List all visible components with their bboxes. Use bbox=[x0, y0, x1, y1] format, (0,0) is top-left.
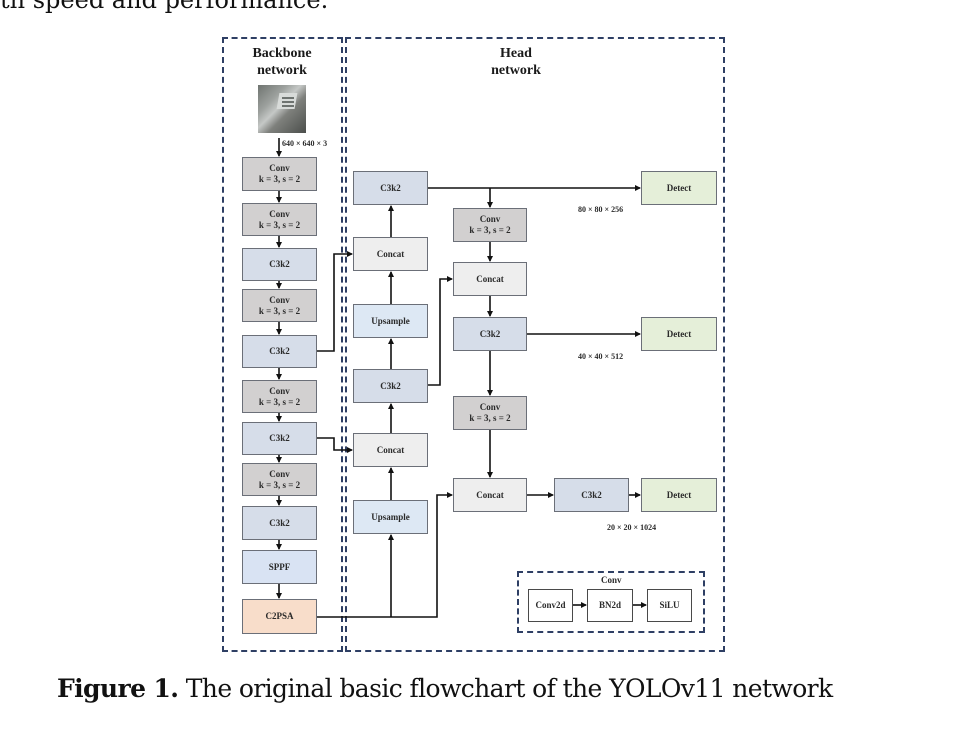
head-upsample-2: Upsample bbox=[353, 500, 428, 534]
detect-p4-dim: 40 × 40 × 512 bbox=[578, 352, 624, 361]
backbone-c2psa: C2PSA bbox=[242, 599, 317, 634]
head-conv-1: Conv k = 3, s = 2 bbox=[453, 208, 527, 242]
detect-p5-dim: 20 × 20 × 1024 bbox=[607, 523, 657, 532]
caption-label: Figure 1. bbox=[57, 674, 179, 703]
wire-c2psa-out bbox=[317, 492, 453, 618]
backbone-region bbox=[222, 37, 343, 652]
input-dim-label: 640 × 640 × 3 bbox=[282, 139, 328, 148]
head-c3k2-bottom: C3k2 bbox=[554, 478, 629, 512]
backbone-c3k2-3: C3k2 bbox=[242, 422, 317, 455]
conv-legend-title: Conv bbox=[601, 575, 622, 585]
conv-legend-box bbox=[517, 571, 705, 633]
head-conv-2: Conv k = 3, s = 2 bbox=[453, 396, 527, 430]
backbone-c3k2-2: C3k2 bbox=[242, 335, 317, 368]
detect-p3: Detect bbox=[641, 171, 717, 205]
legend-silu: SiLU bbox=[647, 589, 692, 622]
backbone-conv-5: Conv k = 3, s = 2 bbox=[242, 463, 317, 496]
head-concat-3: Concat bbox=[453, 262, 527, 296]
backbone-c3k2-1: C3k2 bbox=[242, 248, 317, 281]
arrow-p4-concat2 bbox=[317, 437, 353, 453]
input-image bbox=[258, 85, 306, 133]
backbone-c3k2-4: C3k2 bbox=[242, 506, 317, 540]
backbone-conv-1: Conv k = 3, s = 2 bbox=[242, 157, 317, 191]
backbone-title: Backbone network bbox=[252, 46, 312, 78]
backbone-conv-4: Conv k = 3, s = 2 bbox=[242, 380, 317, 413]
detect-p3-dim: 80 × 80 × 256 bbox=[578, 205, 624, 214]
figure-caption: Figure 1. The original basic flowchart o… bbox=[57, 674, 833, 703]
backbone-conv-3: Conv k = 3, s = 2 bbox=[242, 289, 317, 322]
head-concat-2: Concat bbox=[353, 433, 428, 467]
detect-p5: Detect bbox=[641, 478, 717, 512]
backbone-sppf: SPPF bbox=[242, 550, 317, 584]
arrow-c3k2mid-concat3 bbox=[428, 276, 453, 386]
intro-text: th speed and performance. bbox=[0, 0, 329, 14]
head-c3k2-col2: C3k2 bbox=[453, 317, 527, 351]
head-c3k2-top: C3k2 bbox=[353, 171, 428, 205]
head-title: Head network bbox=[491, 46, 541, 78]
head-concat-1: Concat bbox=[353, 237, 428, 271]
head-region bbox=[345, 37, 725, 652]
detect-p4: Detect bbox=[641, 317, 717, 351]
caption-text: The original basic flowchart of the YOLO… bbox=[178, 674, 833, 703]
legend-conv2d: Conv2d bbox=[528, 589, 573, 622]
arrow-p3-concat1 bbox=[317, 251, 353, 352]
head-upsample-1: Upsample bbox=[353, 304, 428, 338]
building-windows bbox=[282, 97, 294, 99]
backbone-conv-2: Conv k = 3, s = 2 bbox=[242, 203, 317, 236]
head-concat-4: Concat bbox=[453, 478, 527, 512]
head-c3k2-mid: C3k2 bbox=[353, 369, 428, 403]
legend-bn2d: BN2d bbox=[587, 589, 633, 622]
